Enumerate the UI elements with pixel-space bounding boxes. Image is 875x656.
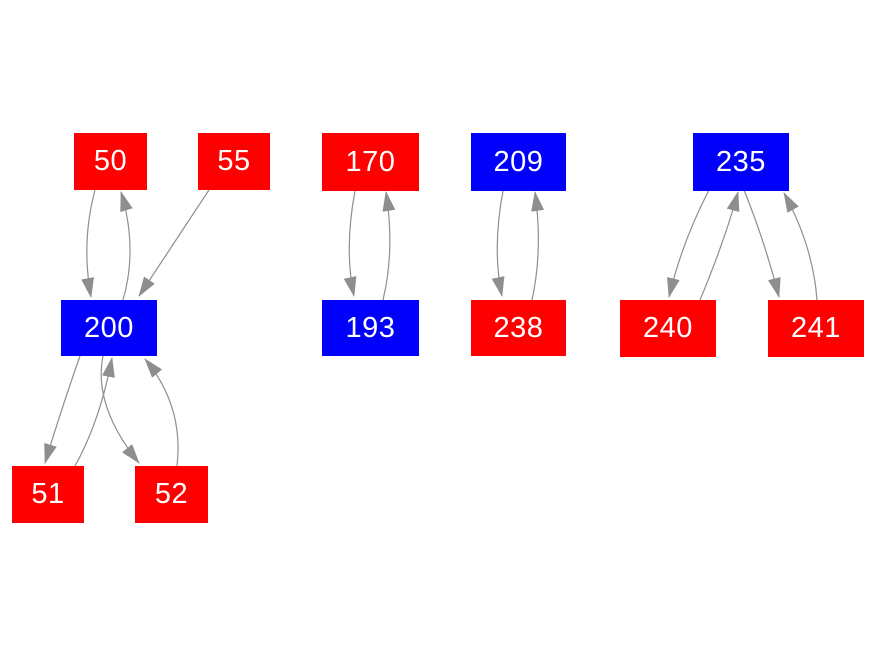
node-label: 51 [31,478,65,510]
node-label: 52 [154,478,189,510]
node-label: 170 [345,145,396,178]
edge-200-to-52 [100,355,140,464]
edge-209-to-238 [491,190,505,297]
node-label: 55 [217,145,251,177]
edge-50-to-200 [81,189,96,298]
edge-235-to-241 [743,189,781,298]
node-200: 200 [61,300,157,356]
edge-240-to-235 [699,191,740,301]
node-label: 241 [791,312,841,344]
node-51: 51 [12,466,84,523]
node-55: 55 [198,133,270,190]
node-170: 170 [322,133,419,191]
edge-235-to-240 [667,189,710,298]
node-193: 193 [322,300,419,356]
node-label: 193 [345,311,396,344]
edge-200-to-51 [44,355,81,464]
node-235: 235 [693,133,789,191]
edge-51-to-200 [74,357,115,467]
node-238: 238 [471,300,566,356]
node-209: 209 [471,133,566,191]
node-label: 50 [93,145,128,177]
edge-193-to-170 [382,191,396,301]
node-label: 240 [643,312,693,344]
node-240: 240 [620,300,716,357]
edge-55-to-200 [138,189,210,297]
node-241: 241 [768,300,864,357]
edge-200-to-50 [120,191,133,301]
edge-52-to-200 [144,358,179,467]
edge-group [44,189,818,467]
node-label: 209 [493,145,544,178]
edge-170-to-193 [343,190,357,297]
node-52: 52 [135,466,208,523]
node-label: 200 [84,311,134,344]
node-label: 238 [493,311,544,344]
node-50: 50 [74,133,147,190]
edge-241-to-235 [783,192,818,301]
edge-238-to-209 [531,191,545,301]
node-label: 235 [716,145,766,178]
